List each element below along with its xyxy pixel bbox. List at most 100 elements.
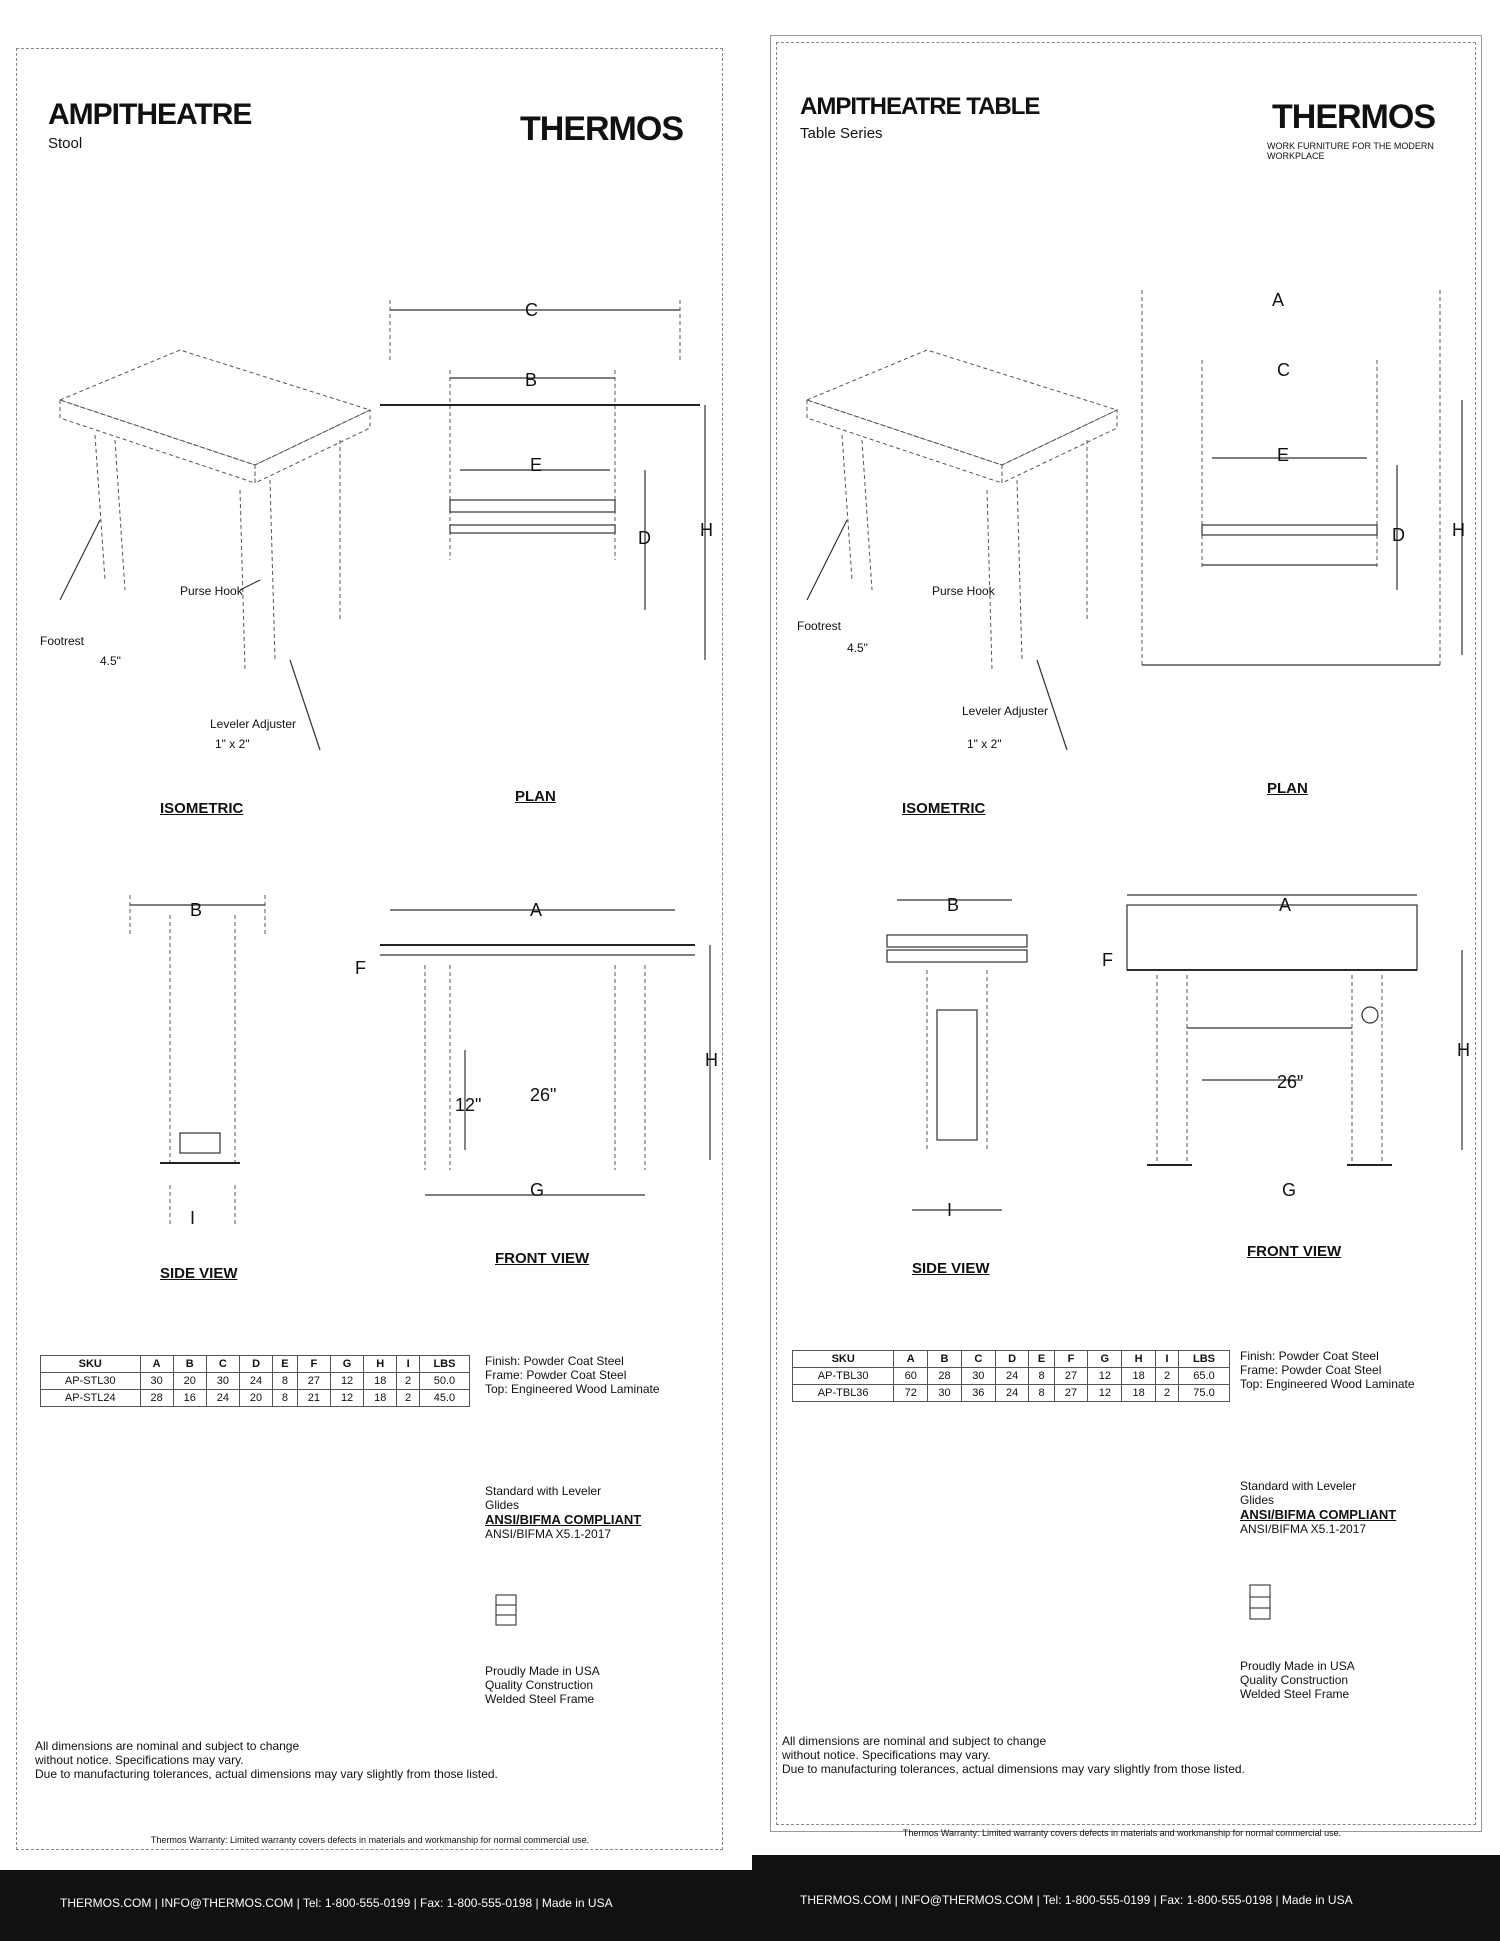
table-cell: 24 — [238, 1372, 274, 1390]
usa-flag-icon — [1249, 1584, 1271, 1620]
table-cell: 8 — [272, 1372, 298, 1390]
table-cell: 36 — [960, 1384, 996, 1402]
table-cell: 30 — [139, 1372, 174, 1390]
cert-line: Standard with Leveler — [1240, 1479, 1357, 1493]
side-drawing — [129, 895, 266, 1225]
brand-logo: THERMOS — [520, 110, 684, 148]
brand-tagline: WORK FURNITURE FOR THE MODERN WORKPLACE — [1267, 141, 1434, 161]
dim-h: H — [1452, 520, 1465, 540]
table-cell: 12 — [1087, 1384, 1123, 1402]
front-dim-h: H — [705, 1050, 718, 1070]
table-header-cell: A — [139, 1355, 174, 1373]
front-dim-a: A — [530, 900, 543, 920]
table-header-cell: LBS — [1178, 1350, 1230, 1368]
dim-d: D — [638, 528, 651, 548]
isometric-drawing — [805, 349, 1119, 751]
product-subtitle: Stool — [48, 135, 83, 152]
table-cell: 8 — [1028, 1384, 1055, 1402]
note-line: Finish: Powder Coat Steel — [485, 1354, 624, 1368]
footrest-size: 4.5" — [847, 641, 868, 655]
table-header-cell: LBS — [418, 1355, 471, 1373]
table-cell: 8 — [1028, 1367, 1055, 1385]
table-header-cell: SKU — [791, 1350, 895, 1368]
isometric-drawing — [58, 349, 372, 751]
front-dim-g: G — [1282, 1180, 1297, 1200]
adjuster-size: 1" x 2" — [967, 737, 1002, 751]
table-cell: 72 — [893, 1384, 929, 1402]
legal-line: without notice. Specifications may vary. — [35, 1752, 244, 1767]
table-cell: 27 — [1053, 1384, 1089, 1402]
table-cell: 30 — [960, 1367, 996, 1385]
footer-accent-bar — [752, 1855, 1500, 1870]
certification-block: Standard with Leveler Glides ANSI/BIFMA … — [485, 1484, 641, 1541]
table-header-cell: C — [205, 1355, 240, 1373]
brand-logo: THERMOS — [1272, 98, 1436, 136]
table-header-cell: E — [272, 1355, 298, 1373]
note-line: Finish: Powder Coat Steel — [1240, 1349, 1379, 1363]
table-header-cell: I — [1154, 1350, 1180, 1368]
table-header-cell: H — [1121, 1350, 1156, 1368]
made-in-line: Welded Steel Frame — [485, 1691, 595, 1706]
table-header-cell: F — [1053, 1350, 1089, 1368]
dim-b: B — [525, 370, 538, 390]
note-line: Top: Engineered Wood Laminate — [1240, 1376, 1415, 1391]
front-drawing — [1126, 894, 1463, 1166]
table-cell: 2 — [1154, 1367, 1180, 1385]
table-cell: 12 — [329, 1372, 365, 1390]
plan-label: PLAN — [1267, 780, 1308, 797]
made-in-block: Proudly Made in USA Quality Construction… — [485, 1664, 600, 1706]
footrest-label: Footrest — [797, 619, 842, 633]
side-label: SIDE VIEW — [160, 1265, 238, 1282]
table-cell: 28 — [139, 1389, 174, 1407]
hook-label: Purse Hook — [932, 584, 995, 598]
table-cell: 24 — [994, 1367, 1030, 1385]
table-cell: 28 — [927, 1367, 962, 1385]
cert-line: ANSI/BIFMA X5.1-2017 — [485, 1526, 612, 1541]
table-cell: 24 — [205, 1389, 240, 1407]
table-header-cell: D — [994, 1350, 1030, 1368]
dim-h: H — [700, 520, 713, 540]
table-cell: 30 — [927, 1384, 962, 1402]
table-header-cell: A — [893, 1350, 929, 1368]
sheet-outer-border — [770, 35, 1482, 1832]
table-header-cell: H — [363, 1355, 398, 1373]
usa-flag-icon — [495, 1594, 517, 1626]
made-in-line: Proudly Made in USA — [1240, 1659, 1355, 1673]
note-line: Frame: Powder Coat Steel — [485, 1367, 627, 1382]
cert-line: ANSI/BIFMA X5.1-2017 — [1240, 1521, 1367, 1536]
table-header-cell: F — [296, 1355, 331, 1373]
table-header-cell: I — [396, 1355, 420, 1373]
table-cell: 20 — [172, 1372, 207, 1390]
legal-line: All dimensions are nominal and subject t… — [782, 1734, 1047, 1748]
table-cell: 2 — [1154, 1384, 1180, 1402]
footer-contact-left: THERMOS.COM | INFO@THERMOS.COM | Tel: 1-… — [60, 1896, 613, 1910]
legal-text: All dimensions are nominal and subject t… — [782, 1734, 1462, 1776]
right-spec-sheet: AMPITHEATRE TABLE Table Series THERMOS W… — [752, 0, 1500, 1870]
table-cell: 50.0 — [418, 1372, 471, 1390]
made-in-line: Quality Construction — [1240, 1672, 1349, 1687]
table-cell: AP-STL30 — [40, 1372, 141, 1390]
table-header-cell: C — [960, 1350, 996, 1368]
front-drawing — [380, 909, 711, 1196]
table-header-cell: E — [1028, 1350, 1055, 1368]
table-cell: AP-TBL36 — [791, 1384, 895, 1402]
sheet-border — [16, 48, 723, 1850]
material-notes: Finish: Powder Coat Steel Frame: Powder … — [1240, 1349, 1415, 1391]
table-header-cell: G — [1087, 1350, 1123, 1368]
note-line: Top: Engineered Wood Laminate — [485, 1381, 660, 1396]
table-cell: 20 — [238, 1389, 274, 1407]
plan-drawing — [1141, 290, 1463, 666]
dim-c: C — [1277, 360, 1290, 380]
front-dim-26: 26" — [530, 1085, 557, 1105]
table-header-cell: B — [172, 1355, 207, 1373]
material-notes: Finish: Powder Coat Steel Frame: Powder … — [485, 1354, 660, 1396]
table-cell: 24 — [994, 1384, 1030, 1402]
made-in-line: Welded Steel Frame — [1240, 1686, 1350, 1701]
dim-c: C — [525, 300, 538, 320]
made-in-block: Proudly Made in USA Quality Construction… — [1240, 1659, 1355, 1701]
